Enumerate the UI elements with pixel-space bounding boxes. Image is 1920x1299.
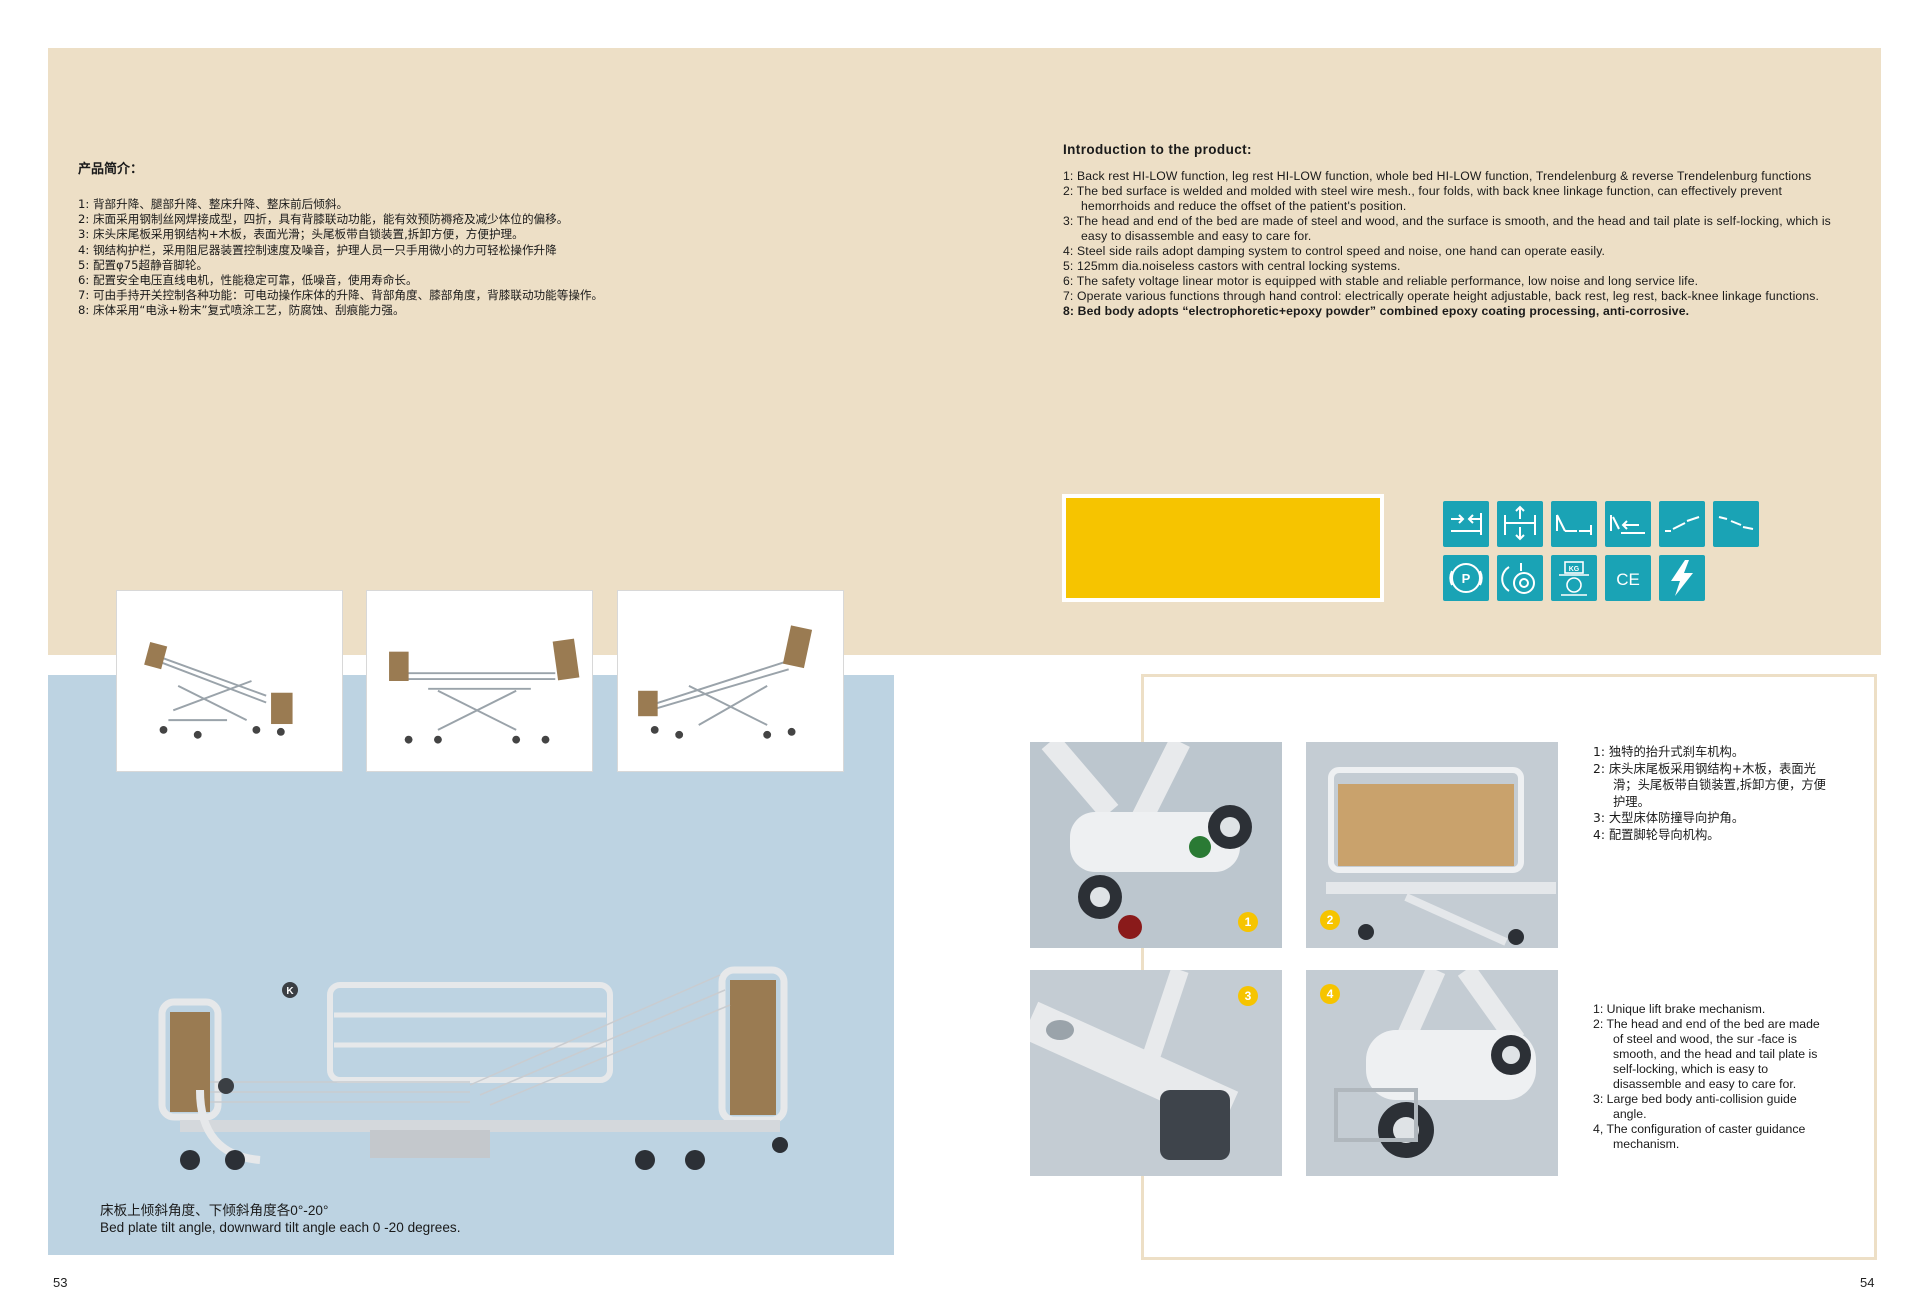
intro-cn-item: 7: 可由手持开关控制各种功能：可电动操作床体的升降、背部角度、膝部角度，背膝联…	[78, 288, 604, 303]
castor-icon	[1497, 555, 1543, 601]
intro-cn-title: 产品简介：	[78, 162, 144, 177]
detail-cn-item: 3: 大型床体防撞导向护角。	[1593, 811, 1745, 825]
page-number-left: 53	[53, 1275, 68, 1290]
bed-marker-label: K	[286, 986, 294, 997]
intro-cn-section: 产品简介： 1: 背部升降、腿部升降、整床升降、整床前后倾斜。 2: 床面采用钢…	[78, 158, 778, 319]
yellow-highlight-box	[1066, 498, 1380, 598]
intro-cn-item: 2: 床面采用钢制丝网焊接成型，四折，具有背膝联动功能，能有效预防褥疮及减少体位…	[78, 212, 569, 227]
detail-cn-item: 2: 床头床尾板采用钢结构+木板，表面光滑；头尾板带自锁装置,拆卸方便，方便护理…	[1593, 761, 1826, 809]
detail-photo-4: 4	[1306, 970, 1558, 1176]
intro-cn-item: 1: 背部升降、腿部升降、整床升降、整床前后倾斜。	[78, 197, 349, 211]
ce-mark-icon: CE	[1605, 555, 1651, 601]
central-brake-icon: P	[1443, 555, 1489, 601]
detail-cn-item: 1: 独特的抬升式刹车机构。	[1593, 745, 1745, 759]
bed-thumbnail-2	[367, 591, 592, 771]
ce-label: CE	[1616, 570, 1640, 589]
photo-badge-4: 4	[1320, 984, 1340, 1004]
electric-icon	[1659, 555, 1705, 601]
intro-cn-item: 8: 床体采用“电泳+粉末”复式喷涂工艺，防腐蚀、刮痕能力强。	[78, 303, 405, 318]
intro-en-section: Introduction to the product: 1: Back res…	[1063, 142, 1833, 319]
detail-cn-item: 4: 配置脚轮导向机构。	[1593, 827, 1720, 842]
photo-badge-3: 3	[1238, 986, 1258, 1006]
tilt-caption-en: Bed plate tilt angle, downward tilt angl…	[100, 1220, 461, 1235]
trendelenburg-icon	[1551, 501, 1597, 547]
detail-cn-list: 1: 独特的抬升式刹车机构。 2: 床头床尾板采用钢结构+木板，表面光滑；头尾板…	[1593, 744, 1833, 843]
detail-en-item: 1: Unique lift brake mechanism.	[1593, 1002, 1766, 1016]
knee-rest-icon	[1659, 501, 1705, 547]
intro-en-item: 7: Operate various functions through han…	[1063, 289, 1820, 303]
page-number-right: 54	[1860, 1275, 1875, 1290]
load-capacity-icon: KG	[1551, 555, 1597, 601]
detail-photo-1: 1	[1030, 742, 1282, 948]
detail-en-item: 4, The configuration of caster guidance …	[1593, 1122, 1806, 1151]
height-adjust-icon	[1497, 501, 1543, 547]
detail-en-item: 3: Large bed body anti-collision guide a…	[1593, 1092, 1797, 1121]
intro-cn-list: 1: 背部升降、腿部升降、整床升降、整床前后倾斜。 2: 床面采用钢制丝网焊接成…	[78, 197, 778, 319]
intro-en-title: Introduction to the product:	[1063, 142, 1252, 157]
intro-cn-item: 5: 配置φ75超静音脚轮。	[78, 257, 209, 272]
intro-en-item: 1: Back rest HI-LOW function, leg rest H…	[1063, 169, 1812, 183]
kg-label: KG	[1569, 566, 1580, 573]
detail-en-list: 1: Unique lift brake mechanism. 2: The h…	[1593, 1002, 1833, 1152]
photo-badge-1: 1	[1238, 912, 1258, 932]
intro-en-list: 1: Back rest HI-LOW function, leg rest H…	[1063, 169, 1833, 319]
bed-thumbnail-1	[117, 591, 342, 771]
beige-background-panel	[48, 48, 1881, 655]
side-rail-icon	[1443, 501, 1489, 547]
detail-photo-2: 2	[1306, 742, 1558, 948]
intro-cn-item: 3: 床头床尾板采用钢结构+木板，表面光滑；头尾板带自锁装置,拆卸方便，方便护理…	[78, 227, 524, 242]
intro-cn-item: 6: 配置安全电压直线电机，性能稳定可靠，低噪音，使用寿命长。	[78, 273, 418, 288]
intro-cn-item: 4: 钢结构护栏，采用阻尼器装置控制速度及噪音，护理人员一只手用微小的力可轻松操…	[78, 242, 557, 257]
tilt-caption-cn: 床板上倾斜角度、下倾斜角度各0°-20°	[100, 1203, 329, 1218]
intro-en-item: 3: The head and end of the bed are made …	[1063, 214, 1831, 243]
intro-en-item: 5: 125mm dia.noiseless castors with cent…	[1063, 259, 1401, 273]
intro-en-item: 2: The bed surface is welded and molded …	[1063, 184, 1783, 213]
brake-p-label: P	[1462, 571, 1471, 586]
intro-en-item: 8: Bed body adopts “electrophoretic+epox…	[1063, 304, 1690, 318]
detail-photo-3: 3	[1030, 970, 1282, 1176]
intro-en-item: 4: Steel side rails adopt damping system…	[1063, 244, 1606, 258]
detail-en-item: 2: The head and end of the bed are made …	[1593, 1017, 1820, 1091]
leg-rest-icon	[1713, 501, 1759, 547]
photo-badge-2: 2	[1320, 910, 1340, 930]
bed-thumbnail-3	[618, 591, 843, 771]
main-bed-illustration: K	[140, 960, 820, 1175]
intro-en-item: 6: The safety voltage linear motor is eq…	[1063, 274, 1699, 288]
tilt-caption: 床板上倾斜角度、下倾斜角度各0°-20° Bed plate tilt angl…	[100, 1202, 700, 1236]
back-rest-icon	[1605, 501, 1651, 547]
